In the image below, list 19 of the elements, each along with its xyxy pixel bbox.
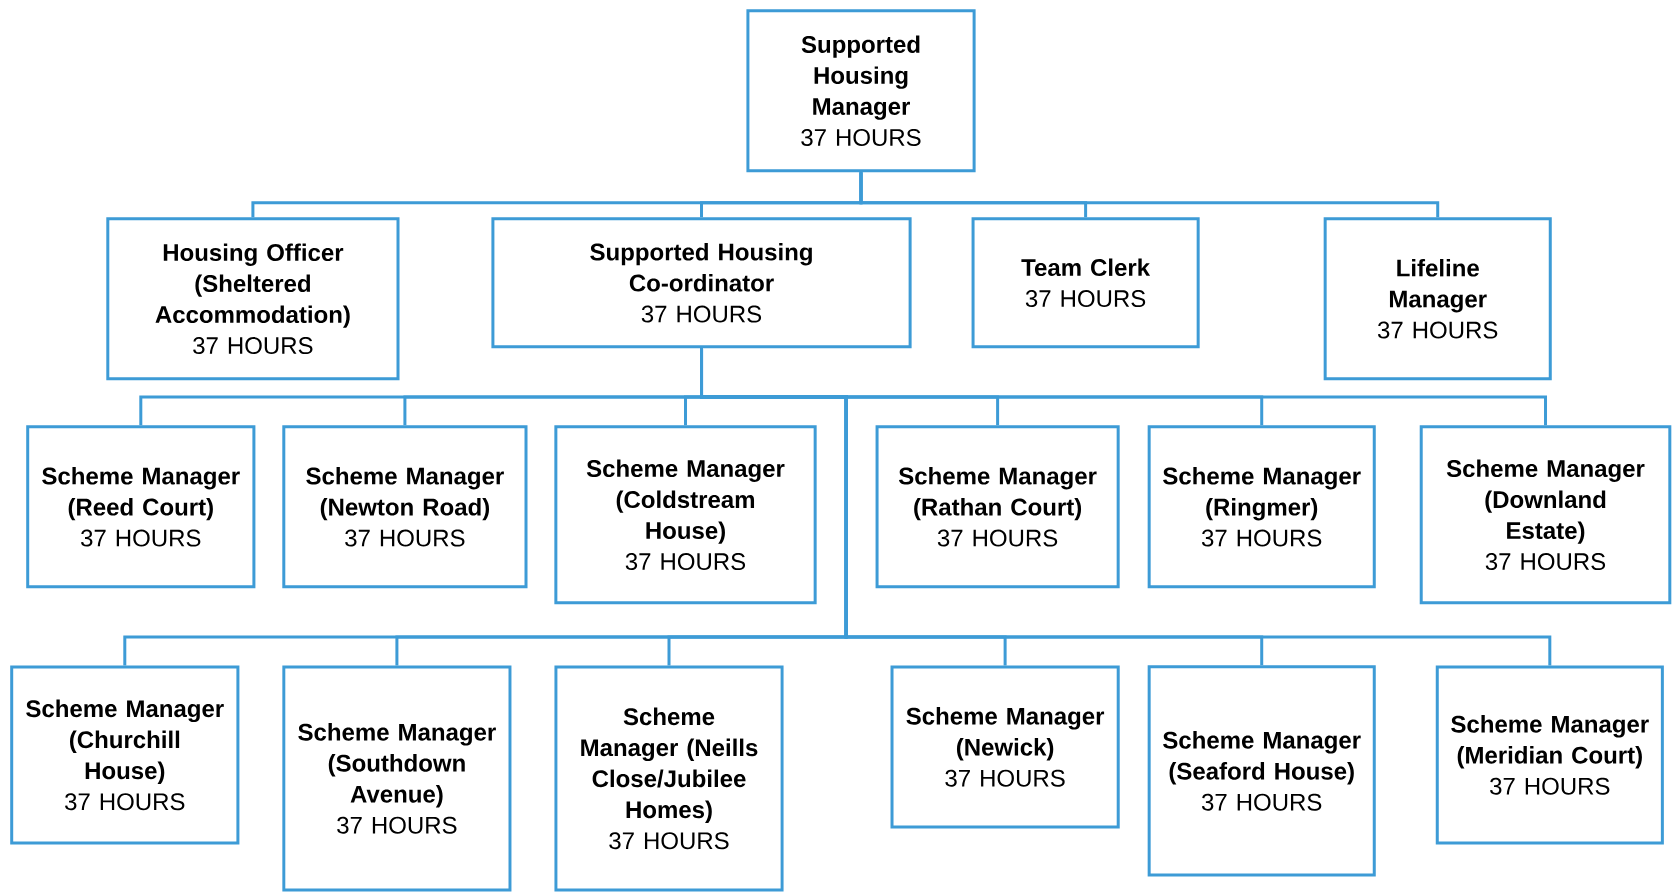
role-box: Scheme Manager (Southdown Avenue) 37 HOURS bbox=[282, 665, 512, 892]
role-box: Lifeline Manager 37 HOURS bbox=[1323, 217, 1552, 381]
connector-line bbox=[859, 172, 1440, 218]
role-box: Scheme Manager (Neills Close/Jubilee Homes) 37 HOURS bbox=[554, 665, 784, 892]
role-box: Scheme Manager (Newton Road) 37 HOURS bbox=[282, 425, 528, 589]
role-box: Scheme Manager (Newick) 37 HOURS bbox=[890, 665, 1120, 829]
role-box: Team Clerk 37 HOURS bbox=[971, 217, 1200, 349]
role-box: Scheme Manager (Ringmer) 37 HOURS bbox=[1147, 425, 1376, 589]
role-box: Scheme Manager (Churchill House) 37 HOURS bbox=[10, 665, 240, 845]
role-box: Scheme Manager (Coldstream House) 37 HOURS bbox=[554, 425, 817, 605]
role-box: Housing Officer (Sheltered Accommodation) 37 HOURS bbox=[106, 217, 400, 381]
connector-line bbox=[700, 348, 1552, 666]
role-box: Supported Housing Manager 37 HOURS bbox=[746, 9, 976, 173]
role-box: Supported Housing Co-ordinator 37 HOURS bbox=[491, 217, 912, 349]
role-box: Scheme Manager (Seaford House) 37 HOURS bbox=[1147, 665, 1376, 877]
role-box: Scheme Manager (Rathan Court) 37 HOURS bbox=[875, 425, 1120, 589]
role-box: Scheme Manager (Meridian Court) 37 HOURS bbox=[1435, 665, 1664, 845]
role-box: Scheme Manager (Reed Court) 37 HOURS bbox=[26, 425, 256, 589]
role-box: Scheme Manager (Downland Estate) 37 HOURS bbox=[1419, 425, 1672, 605]
